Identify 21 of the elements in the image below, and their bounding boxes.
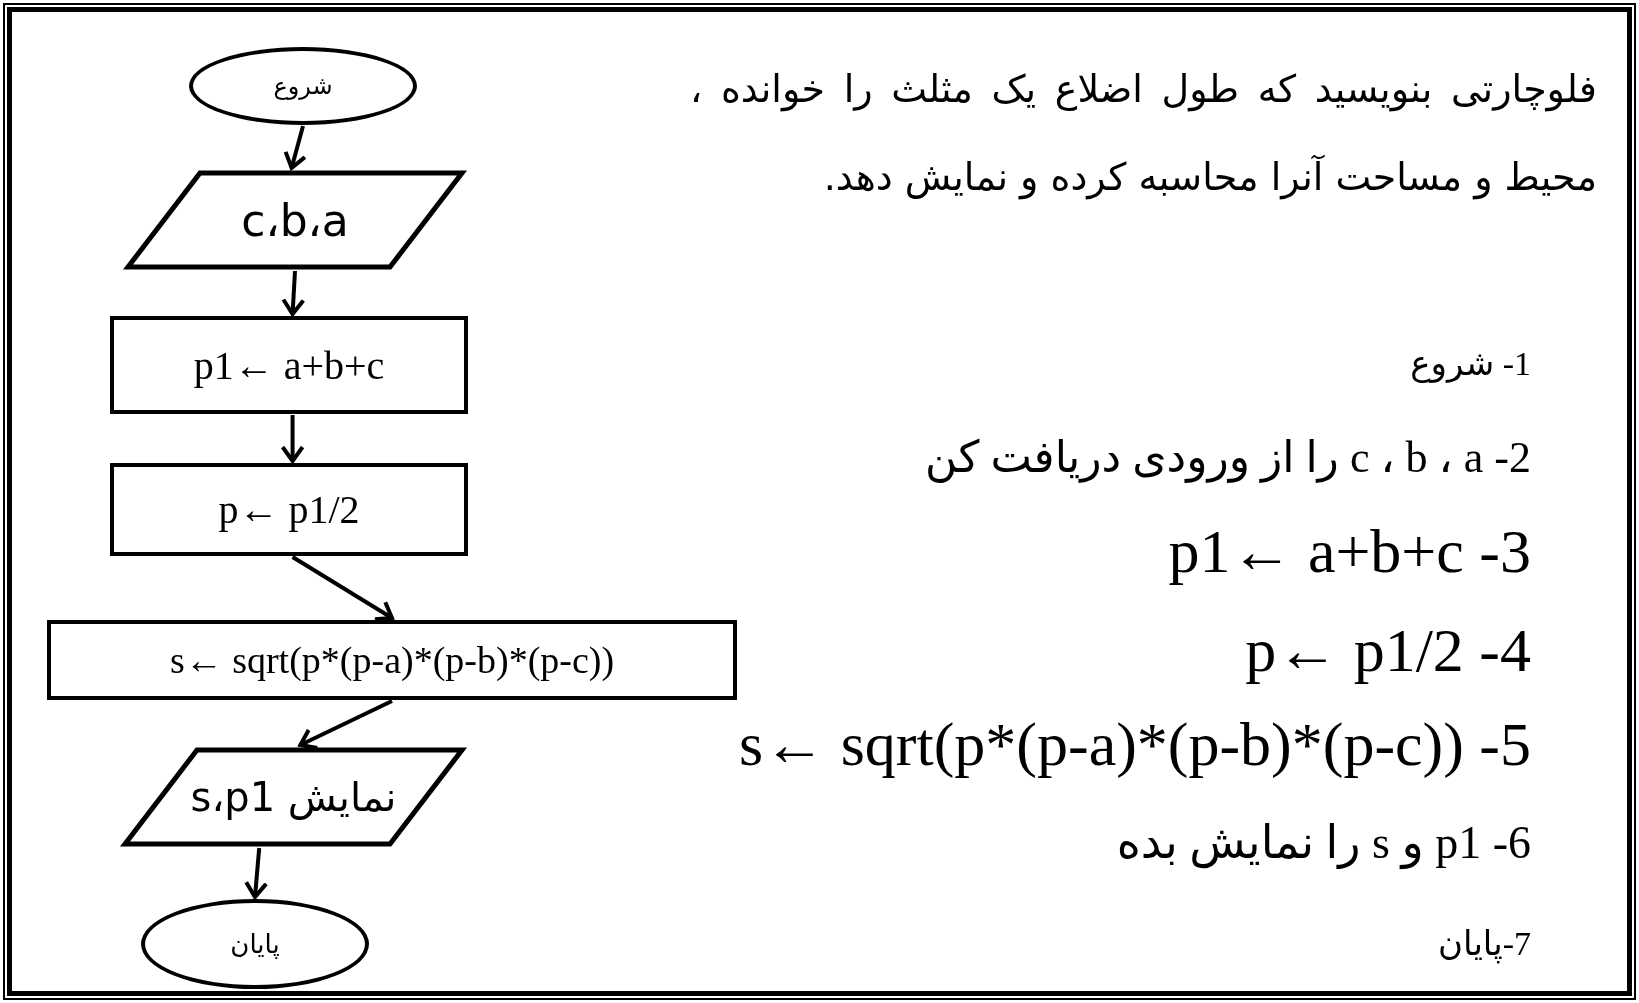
process-box: p← p1/2: [110, 463, 468, 556]
problem-statement: فلوچارتی بنویسید که طول اضلاع یک مثلث را خوانده ، محیط و مساحت آنرا محاسبه کرده و نمایش دهد.: [690, 66, 1597, 202]
input-output-parallelogram: c،b،a: [125, 170, 465, 270]
arrow: [280, 415, 305, 463]
step-text: s← sqrt(p*(p-a)*(p-b)*(p-c)) -5: [739, 708, 1531, 780]
arrow: [244, 847, 269, 899]
terminal-ellipse: پایان: [141, 899, 369, 989]
process-box: p1← a+b+c: [110, 316, 468, 414]
terminal-ellipse: شروع: [189, 47, 417, 125]
arrow: [281, 270, 306, 316]
step-text: 1- شروع: [1410, 344, 1531, 385]
arrow: [283, 125, 307, 170]
arrow: [291, 555, 394, 622]
input-output-parallelogram: نمایش s،p1: [122, 747, 465, 847]
step-text: 7-پایان: [1438, 924, 1531, 966]
process-box: s← sqrt(p*(p-a)*(p-b)*(p-c)): [47, 620, 737, 700]
step-text: 2- c ، b ، a را از ورودی دریافت کن: [924, 432, 1531, 485]
step-text: 6- p1 و s را نمایش بده: [1116, 815, 1531, 872]
step-text: p1← a+b+c -3: [1168, 515, 1531, 587]
step-text: p← p1/2 -4: [1245, 614, 1531, 686]
arrow: [298, 699, 393, 750]
